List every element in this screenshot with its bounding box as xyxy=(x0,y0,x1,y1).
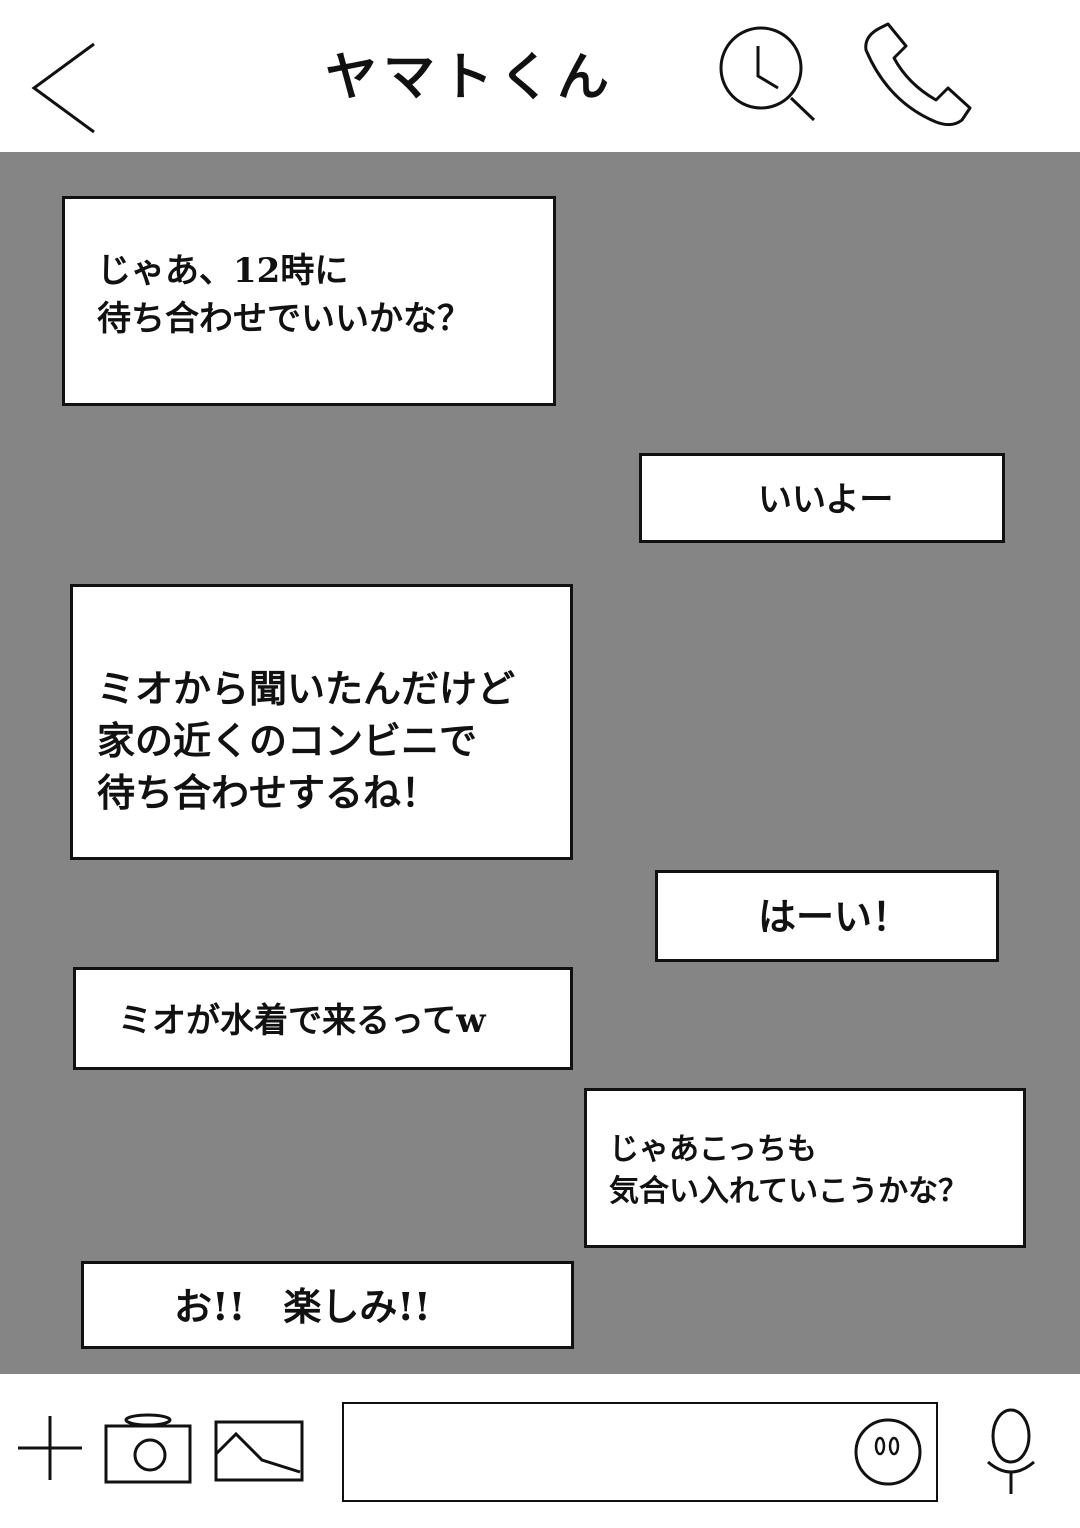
message-text: じゃあ、12時に 待ち合わせでいいかな？ xyxy=(97,251,471,339)
message-bubble-received: ミオが水着で来るってw xyxy=(73,967,573,1070)
page-title: ヤマトくん xyxy=(324,47,615,108)
back-chevron-left-icon[interactable] xyxy=(28,40,100,136)
message-text: ミオから聞いたんだけど 家の近くのコンビニで 待ち合わせするね！ xyxy=(97,666,516,815)
chat-area[interactable]: じゃあ、12時に 待ち合わせでいいかな？ いいよー ミオから聞いたんだけど 家の… xyxy=(0,152,1080,1374)
message-bubble-received: お!! 楽しみ!! xyxy=(81,1261,574,1349)
message-composer xyxy=(0,1374,1080,1528)
message-input[interactable] xyxy=(342,1402,938,1502)
message-bubble-sent: いいよー xyxy=(639,453,1005,543)
message-text: ミオが水着で来るってw xyxy=(118,1001,486,1041)
microphone-icon[interactable] xyxy=(980,1408,1042,1498)
message-bubble-sent: じゃあこっちも 気合い入れていこうかな？ xyxy=(584,1088,1026,1248)
emoji-icon[interactable] xyxy=(852,1416,924,1488)
phone-icon[interactable] xyxy=(858,22,974,130)
message-text: いいよー xyxy=(758,480,894,520)
clock-search-icon[interactable] xyxy=(716,26,820,126)
message-text: じゃあこっちも 気合い入れていこうかな？ xyxy=(609,1132,969,1209)
message-text: お!! 楽しみ!! xyxy=(174,1284,431,1329)
message-text: はーい！ xyxy=(758,894,911,939)
message-bubble-sent: はーい！ xyxy=(655,870,999,962)
plus-icon[interactable] xyxy=(16,1414,84,1482)
message-bubble-received: じゃあ、12時に 待ち合わせでいいかな？ xyxy=(62,196,556,406)
camera-icon[interactable] xyxy=(104,1412,192,1484)
image-icon[interactable] xyxy=(214,1420,304,1482)
message-bubble-received: ミオから聞いたんだけど 家の近くのコンビニで 待ち合わせするね！ xyxy=(70,584,573,860)
chat-header: ヤマトくん xyxy=(0,0,1080,152)
